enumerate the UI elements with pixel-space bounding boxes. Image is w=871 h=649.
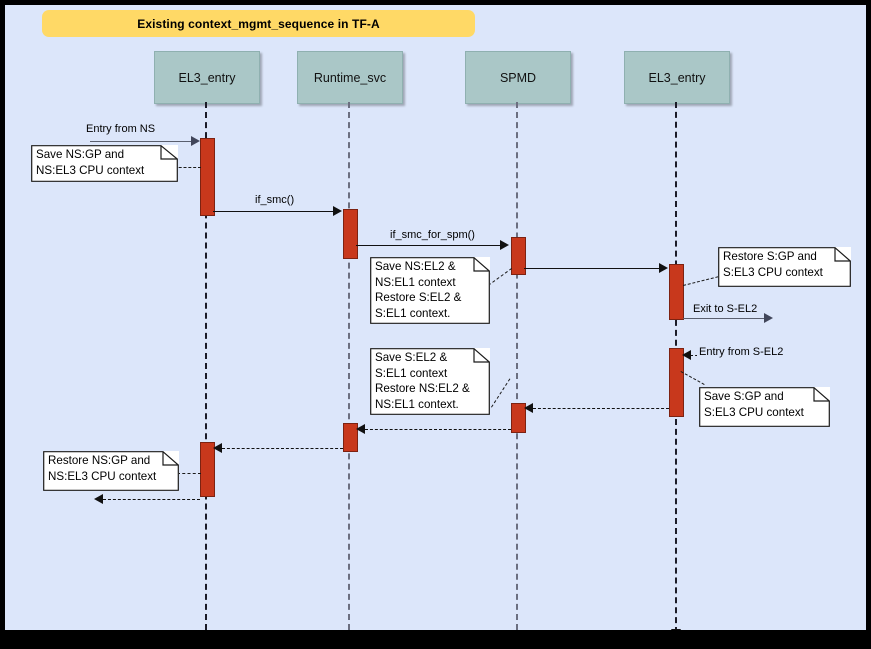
message-arrow-runtime-svc-to-el3-left: [213, 443, 222, 453]
activation-el3-right-2: [669, 348, 684, 417]
message-label-entry-from-ns: Entry from NS: [84, 123, 158, 136]
message-label-if-smc: if_smc(): [253, 194, 297, 207]
note-text: Save S:EL2 & S:EL1 context Restore NS:EL…: [375, 351, 470, 411]
note-text: Restore NS:GP and NS:EL3 CPU context: [48, 454, 157, 483]
message-line-el3-left-exit: [103, 499, 200, 500]
participant-spmd[interactable]: SPMD: [465, 51, 571, 104]
message-arrow-el3-right-to-spmd: [524, 403, 533, 413]
message-line-spmd-to-el3-right: [524, 268, 661, 269]
message-label-entry-from-s-el2: Entry from S-EL2: [697, 346, 786, 359]
note-shape: [370, 257, 490, 324]
participant-el3-entry-right[interactable]: EL3_entry: [624, 51, 730, 104]
note-save-s-el2: Save S:EL2 & S:EL1 context Restore NS:EL…: [370, 348, 490, 415]
message-line-exit-to-s-el2: [683, 318, 767, 319]
note-save-ns-gp: Save NS:GP and NS:EL3 CPU context: [31, 145, 178, 182]
activation-el3-right-1: [669, 264, 684, 320]
message-arrow-el3-left-exit: [94, 494, 103, 504]
diagram-title-banner: Existing context_mgmt_sequence in TF-A: [42, 10, 475, 37]
message-line-el3-right-to-spmd: [533, 408, 669, 409]
lifeline-el3-entry-left: [205, 102, 207, 630]
note-link-2: [488, 267, 513, 286]
note-save-s-gp: Save S:GP and S:EL3 CPU context: [699, 387, 830, 427]
message-line-spmd-to-runtime-svc: [365, 429, 511, 430]
message-arrow-entry-from-ns: [191, 136, 200, 146]
note-link-6: [177, 473, 201, 474]
note-restore-s-gp: Restore S:GP and S:EL3 CPU context: [718, 247, 851, 287]
note-shape: [718, 247, 851, 287]
note-shape: [31, 145, 178, 182]
activation-runtime-svc-2: [343, 423, 358, 452]
note-text: Save NS:EL2 & NS:EL1 context Restore S:E…: [375, 260, 462, 320]
message-arrow-exit-to-s-el2: [764, 313, 773, 323]
message-arrow-spmd-to-runtime-svc: [356, 424, 365, 434]
participant-label: EL3_entry: [178, 70, 236, 85]
message-arrow-if-smc-for-spm: [500, 240, 509, 250]
message-arrow-spmd-to-el3-right: [659, 263, 668, 273]
lifeline-end-arrow-icon: [671, 629, 681, 630]
participant-el3-entry-left[interactable]: EL3_entry: [154, 51, 260, 104]
note-shape: [43, 451, 179, 491]
note-text: Restore S:GP and S:EL3 CPU context: [723, 250, 823, 279]
participant-label: Runtime_svc: [313, 70, 387, 85]
activation-el3-left-1: [200, 138, 215, 216]
activation-runtime-svc-1: [343, 209, 358, 259]
participant-label: SPMD: [499, 70, 537, 85]
note-shape: [370, 348, 490, 415]
message-line-if-smc-for-spm: [356, 245, 501, 246]
note-shape: [699, 387, 830, 427]
note-text: Save S:GP and S:EL3 CPU context: [704, 390, 804, 419]
message-arrow-if-smc: [333, 206, 342, 216]
activation-el3-left-2: [200, 442, 215, 497]
note-link-1: [169, 167, 201, 168]
message-label-exit-to-s-el2: Exit to S-EL2: [691, 303, 760, 316]
participant-runtime-svc[interactable]: Runtime_svc: [297, 51, 403, 104]
message-line-entry-from-ns: [90, 141, 193, 142]
lifeline-spmd: [516, 102, 518, 630]
page-title: Existing context_mgmt_sequence in TF-A: [137, 16, 380, 31]
message-line-if-smc: [213, 211, 334, 212]
activation-spmd-1: [511, 237, 526, 275]
note-text: Save NS:GP and NS:EL3 CPU context: [36, 148, 145, 177]
note-restore-ns-gp: Restore NS:GP and NS:EL3 CPU context: [43, 451, 179, 491]
diagram-frame: Existing context_mgmt_sequence in TF-A E…: [5, 5, 866, 630]
message-line-runtime-svc-to-el3-left: [222, 448, 343, 449]
message-label-if-smc-for-spm: if_smc_for_spm(): [388, 229, 477, 242]
lifeline-runtime-svc: [348, 102, 350, 630]
activation-spmd-2: [511, 403, 526, 433]
note-save-ns-el2: Save NS:EL2 & NS:EL1 context Restore S:E…: [370, 257, 490, 324]
message-arrow-entry-from-s-el2: [682, 350, 691, 360]
note-link-4: [680, 371, 705, 385]
participant-label: EL3_entry: [648, 70, 706, 85]
note-link-5: [491, 378, 511, 408]
